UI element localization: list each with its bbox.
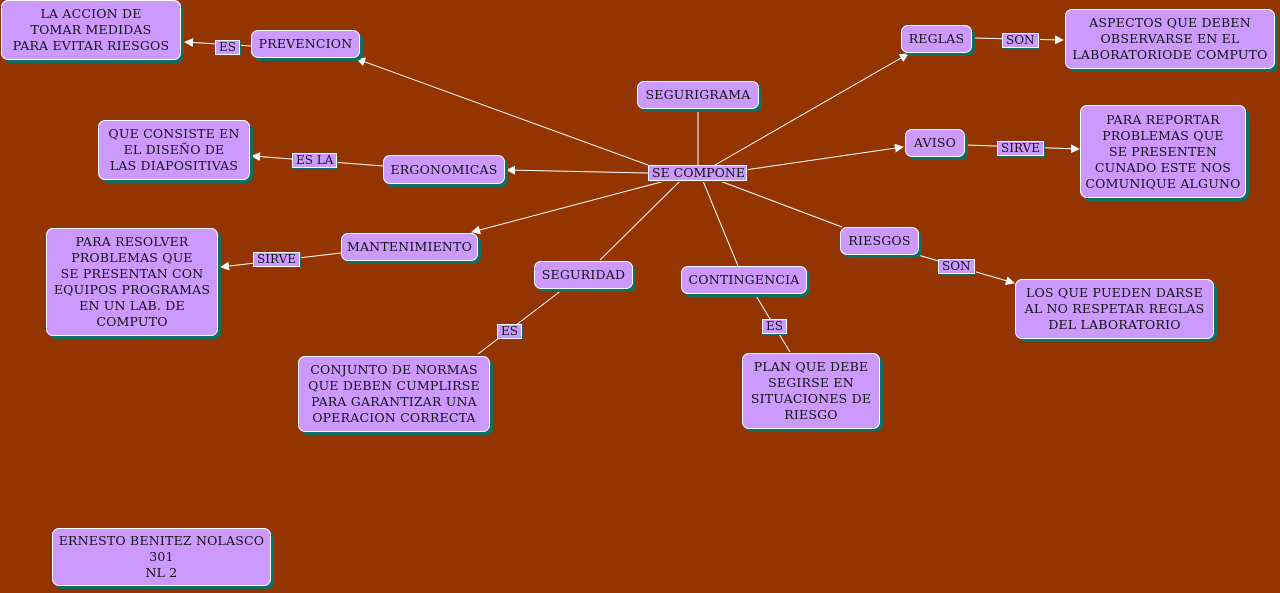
node-segurigrama[interactable]: SEGURIGRAMA [637,81,759,109]
node-aviso-definition[interactable]: PARA REPORTAR PROBLEMAS QUE SE PRESENTEN… [1080,105,1246,198]
edge-hub-to-mantenimiento [471,180,666,235]
link-label-seguridad: ES [497,324,522,339]
edge-hub-to-prevencion [356,57,649,166]
edge-hub-to-contingencia [702,180,739,267]
node-riesgos[interactable]: RIESGOS [840,227,919,255]
edge-hub-to-riesgos [719,180,843,228]
node-riesgos-definition[interactable]: LOS QUE PUEDEN DARSE AL NO RESPETAR REGL… [1015,279,1214,339]
node-prevencion-definition[interactable]: LA ACCION DE TOMAR MEDIDAS PARA EVITAR R… [1,0,181,60]
edge-hub-to-ergonomicas [506,165,649,175]
node-seguridad[interactable]: SEGURIDAD [534,261,633,289]
link-label-riesgos: SON [938,259,975,274]
node-reglas[interactable]: REGLAS [901,25,972,53]
node-ergonomicas-definition[interactable]: QUE CONSISTE EN EL DISEÑO DE LAS DIAPOSI… [98,120,250,180]
author-credit-box: ERNESTO BENITEZ NOLASCO 301 NL 2 [52,528,271,586]
node-aviso[interactable]: AVISO [905,129,965,157]
edge-hub-to-aviso [744,143,904,171]
node-prevencion[interactable]: PREVENCION [251,30,360,58]
link-label-reglas: SON [1002,33,1039,48]
node-seguridad-definition[interactable]: CONJUNTO DE NORMAS QUE DEBEN CUMPLIRSE P… [298,356,490,432]
edge-hub-to-reglas [714,53,909,166]
link-label-aviso: SIRVE [997,141,1044,156]
node-reglas-definition[interactable]: ASPECTOS QUE DEBEN OBSERVARSE EN EL LABO… [1065,9,1275,69]
link-label-prevencion: ES [215,40,240,55]
link-label-mantenimiento: SIRVE [253,252,300,267]
node-contingencia[interactable]: CONTINGENCIA [681,266,807,294]
node-contingencia-definition[interactable]: PLAN QUE DEBE SEGIRSE EN SITUACIONES DE … [742,353,880,429]
node-mantenimiento[interactable]: MANTENIMIENTO [341,233,478,261]
link-label-ergonomicas: ES LA [292,153,338,168]
node-ergonomicas[interactable]: ERGONOMICAS [383,155,505,184]
edge-seguridad-to-def [477,289,563,355]
node-mantenimiento-definition[interactable]: PARA RESOLVER PROBLEMAS QUE SE PRESENTAN… [46,228,218,336]
edge-hub-to-seguridad [599,180,681,261]
link-label-contingencia: ES [762,319,787,334]
node-se-compone[interactable]: SE COMPONE [648,165,747,181]
